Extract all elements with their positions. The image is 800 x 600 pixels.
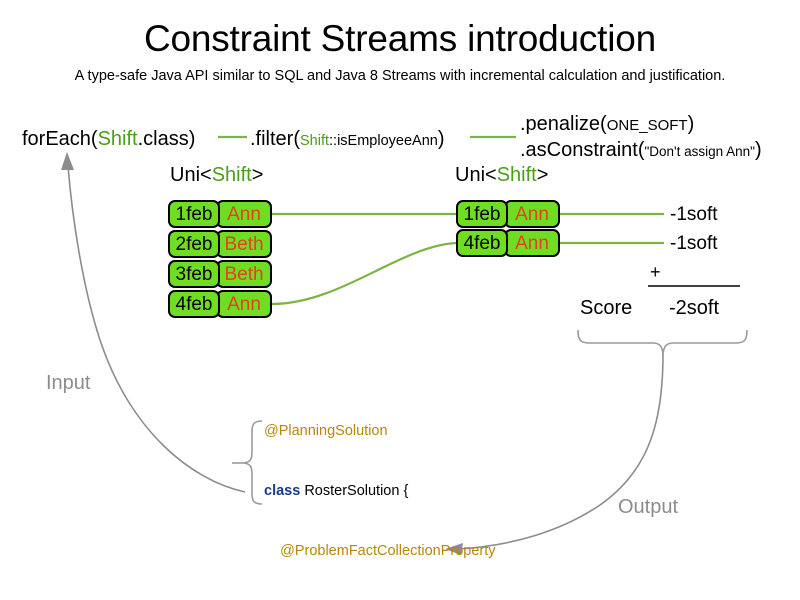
uni-left-type: Shift (211, 164, 252, 186)
soft-score-1feb: -1soft (670, 204, 718, 225)
foreach-suffix: .class) (137, 128, 196, 150)
penalize-prefix: .penalize( (520, 113, 607, 135)
java-code-block: @PlanningSolution class RosterSolution {… (264, 381, 506, 600)
shift-employee: Ann (216, 290, 272, 318)
table-row: 3feb Beth (168, 260, 272, 288)
pipeline-penalize: .penalize(ONE_SOFT) (520, 113, 694, 136)
code-fields-brace (243, 420, 263, 505)
filtered-shift-employee: Ann (504, 200, 560, 228)
table-row: 1feb Ann (168, 200, 272, 228)
filtered-shift-date: 4feb (456, 229, 508, 257)
pipeline-foreach: forEach(Shift.class) (22, 128, 195, 151)
page-title: Constraint Streams introduction (143, 18, 657, 59)
shift-employee: Beth (216, 260, 272, 288)
as-constraint-prefix: .asConstraint( (520, 139, 645, 161)
input-flow-label: Input (46, 372, 91, 394)
uni-right-type: Shift (496, 164, 537, 186)
pipeline-as-constraint: .asConstraint("Don't assign Ann") (520, 139, 762, 162)
score-total: -2soft (669, 297, 720, 319)
shift-date: 1feb (168, 200, 220, 228)
filter-method: ::isEmployeeAnn (329, 133, 438, 149)
filtered-shift-date: 1feb (456, 200, 508, 228)
score-label: Score (580, 297, 633, 319)
uni-right-prefix: Uni< (455, 164, 497, 186)
stream-type-label-right: Uni<Shift> (455, 164, 548, 187)
filter-suffix: ) (437, 128, 445, 150)
code-token-anno: @ProblemFactCollectionProperty (264, 543, 496, 559)
uni-right-suffix: > (536, 164, 549, 186)
code-token-class-name: RosterSolution { (300, 483, 409, 499)
pipeline-filter: .filter(Shift::isEmployeeAnn) (250, 128, 445, 151)
shift-date: 4feb (168, 290, 220, 318)
output-flow-label: Output (618, 496, 679, 518)
table-row: 4feb Ann (456, 229, 560, 257)
foreach-prefix: forEach( (22, 128, 98, 150)
uni-left-suffix: > (251, 164, 264, 186)
filter-type: Shift (300, 133, 330, 149)
score-brace (577, 329, 748, 355)
uni-left-prefix: Uni< (170, 164, 212, 186)
code-line-annotation-planning-solution: @PlanningSolution (264, 421, 506, 441)
code-token-anno: @PlanningSolution (264, 423, 388, 439)
code-token-keyword: class (264, 483, 301, 499)
page-subtitle: A type-safe Java API similar to SQL and … (74, 68, 726, 84)
code-line-annotation-problem-fact: @ProblemFactCollectionProperty (264, 541, 506, 561)
shift-date: 3feb (168, 260, 220, 288)
shift-employee: Beth (216, 230, 272, 258)
score-plus-sign: + (650, 262, 661, 282)
shift-employee: Ann (216, 200, 272, 228)
as-constraint-suffix: ) (754, 139, 762, 161)
table-row: 2feb Beth (168, 230, 272, 258)
penalize-arg: ONE_SOFT (606, 117, 688, 134)
input-arrowhead (61, 152, 74, 170)
shift-date: 2feb (168, 230, 220, 258)
code-line-class-declaration: class RosterSolution { (264, 481, 506, 501)
stream-type-label-left: Uni<Shift> (170, 164, 263, 187)
foreach-type: Shift (97, 128, 138, 150)
filtered-shift-employee: Ann (504, 229, 560, 257)
as-constraint-arg: "Don't assign Ann" (644, 144, 755, 159)
connector-shift-4feb (271, 241, 457, 306)
table-row: 1feb Ann (456, 200, 560, 228)
soft-score-4feb: -1soft (670, 233, 718, 254)
penalize-suffix: ) (687, 113, 695, 135)
filter-prefix: .filter( (250, 128, 300, 150)
table-row: 4feb Ann (168, 290, 272, 318)
